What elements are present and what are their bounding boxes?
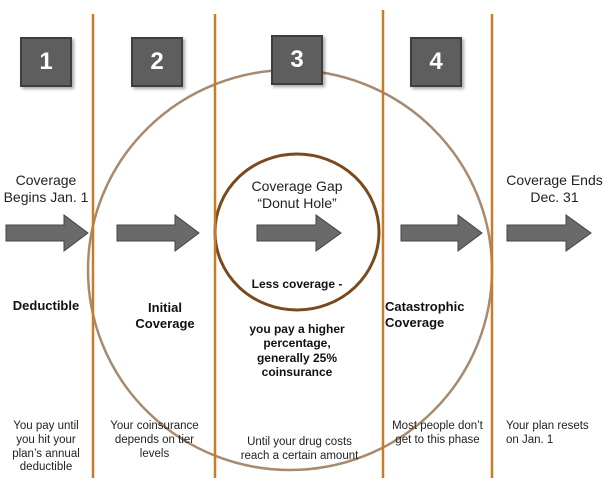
- label-line: Coverage: [135, 315, 195, 331]
- label-line: Coverage: [385, 314, 445, 330]
- arrow-right-icon: [5, 214, 89, 252]
- catastrophic-description: Most people don’t get to this phase: [385, 420, 490, 448]
- label-line: you hit your: [16, 433, 76, 446]
- coverage-begins-label: Coverage Begins Jan. 1: [0, 172, 92, 206]
- label-line: “Donut Hole”: [257, 194, 337, 211]
- label-line: You pay until: [13, 420, 79, 432]
- arrow-right-icon: [506, 214, 592, 252]
- label-line: Dec. 31: [530, 188, 579, 205]
- phase-number-badge-4: 4: [410, 37, 462, 87]
- label-line: get to this phase: [395, 433, 480, 446]
- label-line: Coverage Ends: [506, 172, 603, 188]
- label-line: on Jan. 1: [506, 433, 554, 446]
- catastrophic-coverage-stage-label: Catastrophic Coverage: [385, 299, 475, 330]
- phase-number-badge-2: 2: [131, 37, 183, 87]
- initial-coverage-stage-label: Initial Coverage: [120, 300, 210, 331]
- arrow-right-icon: [256, 214, 342, 252]
- label-line: deductible: [19, 461, 73, 474]
- outer-phase-circle: [86, 68, 494, 472]
- label-line: depends on tier: [114, 433, 195, 446]
- label-line: Begins Jan. 1: [3, 188, 89, 205]
- initial-coverage-description: Your coinsurance depends on tier levels: [97, 420, 212, 461]
- label-line: Most people don’t: [392, 420, 483, 432]
- coverage-gap-title: Coverage Gap “Donut Hole”: [237, 178, 357, 212]
- label-line: Coverage Gap: [251, 178, 343, 194]
- coverage-ends-label: Coverage Ends Dec. 31: [498, 172, 611, 206]
- label-line: Your plan resets: [506, 420, 589, 432]
- label-line: levels: [139, 447, 170, 460]
- donut-hole-detail: you pay a higher percentage, generally 2…: [225, 322, 369, 380]
- label-line: Until your drug costs: [247, 436, 352, 448]
- label-line: reach a certain amount: [240, 449, 359, 462]
- label-line: Coverage: [15, 172, 77, 188]
- label-line: you pay a higher: [249, 322, 345, 336]
- phase-number-badge-3: 3: [271, 35, 323, 85]
- label-line: coinsurance: [261, 365, 333, 380]
- label-line: plan’s annual: [12, 447, 80, 460]
- label-line: Your coinsurance: [110, 420, 199, 432]
- plan-reset-description: Your plan resets on Jan. 1: [494, 420, 604, 448]
- arrow-right-icon: [400, 214, 483, 252]
- label-line: generally 25%: [256, 350, 338, 365]
- label-line: percentage,: [263, 336, 331, 351]
- coverage-gap-description: Until your drug costs reach a certain am…: [218, 436, 381, 464]
- deductible-description: You pay until you hit your plan’s annual…: [0, 420, 92, 475]
- deductible-stage-label: Deductible: [12, 298, 80, 313]
- less-coverage-label: Less coverage -: [251, 277, 343, 291]
- label-line: Initial: [148, 300, 182, 315]
- arrow-right-icon: [116, 214, 200, 252]
- phase-number-badge-1: 1: [20, 37, 72, 87]
- label-line: Catastrophic: [385, 299, 465, 314]
